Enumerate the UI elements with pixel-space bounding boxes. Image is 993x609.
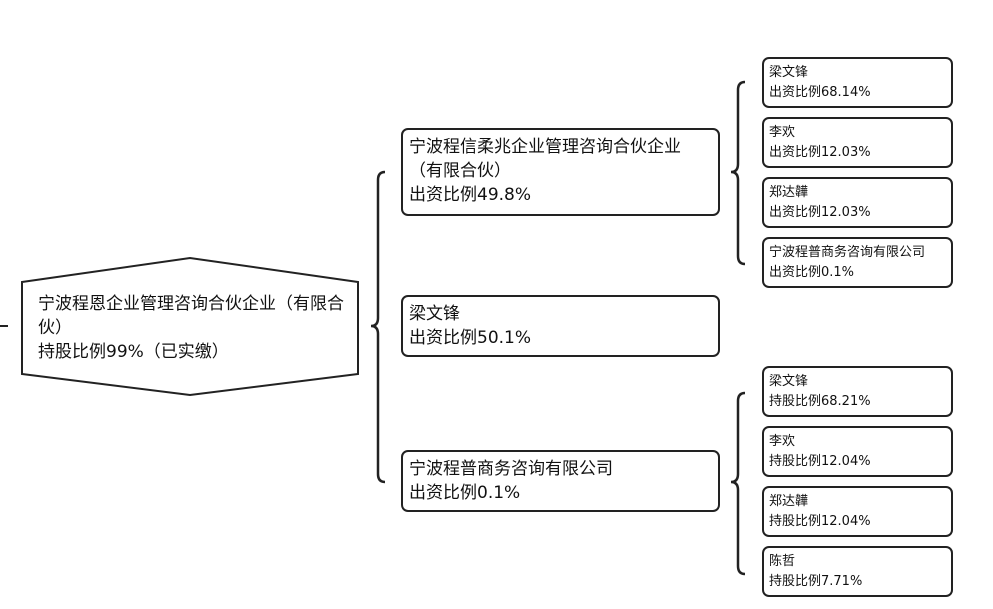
child-node-chengxin: 宁波程信柔兆企业管理咨询合伙企业 （有限合伙） 出资比例49.8% <box>401 128 720 216</box>
root-node-name: 宁波程恩企业管理咨询合伙企业（有限合伙） <box>38 294 344 338</box>
lower-brace <box>730 391 746 576</box>
sub-node-name: 李欢 <box>769 125 796 140</box>
child-node-name-cont: （有限合伙） <box>409 161 511 181</box>
sub-node-lower-1: 梁文锋 持股比例68.21% <box>762 366 953 417</box>
root-node: 宁波程恩企业管理咨询合伙企业（有限合伙） 持股比例99%（已实缴） <box>38 292 353 364</box>
sub-node-lower-2: 李欢 持股比例12.04% <box>762 426 953 477</box>
root-node-ratio: 持股比例99%（已实缴） <box>38 342 229 362</box>
upper-brace <box>730 80 746 266</box>
sub-node-ratio: 持股比例68.21% <box>769 394 871 409</box>
sub-node-name: 郑达韡 <box>769 185 809 200</box>
sub-node-name: 郑达韡 <box>769 494 809 509</box>
sub-node-ratio: 持股比例12.04% <box>769 514 871 529</box>
sub-node-ratio: 出资比例12.03% <box>769 145 871 160</box>
sub-node-lower-4: 陈哲 持股比例7.71% <box>762 546 953 597</box>
child-node-name: 宁波程普商务咨询有限公司 <box>409 459 613 479</box>
root-hexagon-shape <box>21 256 359 397</box>
sub-node-upper-1: 梁文锋 出资比例68.14% <box>762 57 953 108</box>
sub-node-lower-3: 郑达韡 持股比例12.04% <box>762 486 953 537</box>
child-node-ratio: 出资比例50.1% <box>409 328 532 348</box>
sub-node-upper-4: 宁波程普商务咨询有限公司 出资比例0.1% <box>762 237 953 288</box>
child-node-liangwenfeng: 梁文锋 出资比例50.1% <box>401 295 720 357</box>
sub-node-ratio: 持股比例7.71% <box>769 574 863 589</box>
sub-node-upper-2: 李欢 出资比例12.03% <box>762 117 953 168</box>
child-node-ratio: 出资比例49.8% <box>409 185 532 205</box>
sub-node-ratio: 出资比例0.1% <box>769 265 855 280</box>
sub-node-name: 梁文锋 <box>769 374 809 389</box>
child-node-name: 宁波程信柔兆企业管理咨询合伙企业 <box>409 137 681 157</box>
child-node-ratio: 出资比例0.1% <box>409 483 521 503</box>
sub-node-name: 梁文锋 <box>769 65 809 80</box>
sub-node-ratio: 出资比例68.14% <box>769 85 871 100</box>
sub-node-upper-3: 郑达韡 出资比例12.03% <box>762 177 953 228</box>
sub-node-ratio: 持股比例12.04% <box>769 454 871 469</box>
sub-node-name: 陈哲 <box>769 554 796 569</box>
child-node-name: 梁文锋 <box>409 304 460 324</box>
sub-node-name: 李欢 <box>769 434 796 449</box>
main-brace <box>370 170 386 484</box>
child-node-chengpu: 宁波程普商务咨询有限公司 出资比例0.1% <box>401 450 720 512</box>
sub-node-name: 宁波程普商务咨询有限公司 <box>769 245 926 260</box>
sub-node-ratio: 出资比例12.03% <box>769 205 871 220</box>
